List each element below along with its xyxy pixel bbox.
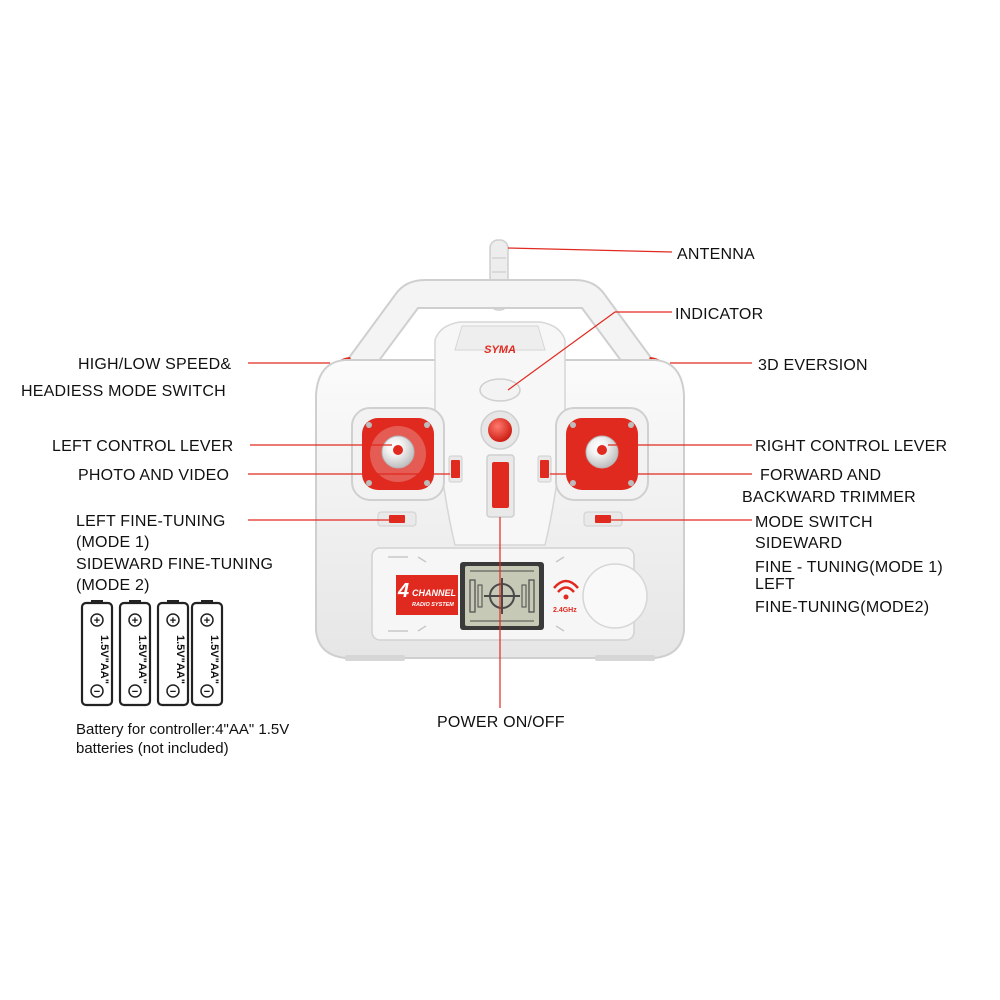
battery-note-line2: batteries (not included) [76, 740, 229, 757]
battery-plus: + [132, 615, 138, 627]
photo-video-trim[interactable] [448, 455, 463, 483]
battery-4: + 1.5V"AA" − [190, 600, 224, 707]
battery-label: 1.5V"AA" [136, 635, 148, 684]
label-power: POWER ON/OFF [437, 714, 565, 731]
left-fine-tuning-trim[interactable] [377, 511, 417, 527]
battery-note: Battery for controller:4"AA" 1.5V batter… [76, 721, 289, 757]
battery-3: + 1.5V"AA" − [156, 600, 190, 707]
battery-minus: − [170, 686, 176, 698]
label-left-fine-2: (MODE 1) [76, 534, 150, 551]
channel-number: 4 [397, 580, 409, 602]
battery-1: + 1.5V"AA" − [80, 600, 114, 707]
mode-switch-trim[interactable] [583, 511, 623, 527]
lower-panel: 4 CHANNEL RADIO SYSTEM [371, 547, 648, 641]
label-mode-switch-5: FINE-TUNING(MODE2) [755, 599, 929, 616]
label-mode-switch-1: MODE SWITCH [755, 514, 873, 531]
label-forward-trim-2: BACKWARD TRIMMER [742, 489, 916, 506]
battery-plus: + [94, 615, 100, 627]
battery-minus: − [204, 686, 210, 698]
battery-plus: + [170, 615, 176, 627]
channel-word: CHANNEL [412, 588, 456, 598]
round-cover [582, 563, 648, 629]
right-control-lever[interactable] [585, 435, 619, 469]
label-forward-trim-1: FORWARD AND [760, 467, 881, 484]
battery-label: 1.5V"AA" [208, 635, 220, 684]
label-left-fine-3: SIDEWARD FINE-TUNING [76, 556, 273, 573]
battery-label: 1.5V"AA" [174, 635, 186, 684]
label-speed-switch-1: HIGH/LOW SPEED& [78, 356, 231, 373]
label-speed-switch-2: HEADIESS MODE SWITCH [21, 383, 226, 400]
battery-minus: − [94, 686, 100, 698]
battery-note-line1: Battery for controller:4"AA" 1.5V [76, 721, 289, 738]
channel-badge: 4 CHANNEL RADIO SYSTEM [396, 575, 458, 615]
indicator-light [479, 378, 521, 402]
battery-minus: − [132, 686, 138, 698]
label-antenna: ANTENNA [677, 246, 755, 263]
label-3d-eversion: 3D EVERSION [758, 357, 868, 374]
label-left-fine-4: (MODE 2) [76, 577, 150, 594]
forward-backward-trim[interactable] [537, 455, 552, 483]
channel-sub: RADIO SYSTEM [412, 602, 454, 608]
callout-labels: ANTENNA INDICATOR HIGH/LOW SPEED& HEADIE… [21, 246, 947, 731]
battery-label: 1.5V"AA" [98, 635, 110, 684]
center-red-button[interactable] [480, 410, 520, 450]
battery-illustration: + 1.5V"AA" − + 1.5V"AA" − + 1.5V"AA" − [80, 600, 224, 707]
battery-plus: + [204, 615, 210, 627]
lcd-screen [460, 562, 544, 630]
power-switch[interactable] [486, 454, 515, 518]
label-photo-video: PHOTO AND VIDEO [78, 467, 229, 484]
brand-logo: SYMA [484, 344, 516, 356]
controller: SYMA [315, 239, 685, 661]
left-control-lever[interactable] [381, 435, 415, 469]
label-left-fine-1: LEFT FINE-TUNING [76, 513, 226, 530]
battery-2: + 1.5V"AA" − [118, 600, 152, 707]
label-right-lever: RIGHT CONTROL LEVER [755, 438, 947, 455]
label-indicator: INDICATOR [675, 306, 763, 323]
label-mode-switch-2: SIDEWARD [755, 535, 842, 552]
label-left-lever: LEFT CONTROL LEVER [52, 438, 233, 455]
wifi-icon: 2.4GHz [553, 579, 579, 614]
leader-lines [248, 247, 752, 708]
label-mode-switch-3: FINE - TUNING(MODE 1) [755, 559, 943, 576]
label-mode-switch-4: LEFT [755, 576, 795, 593]
band-label: 2.4GHz [553, 607, 577, 614]
